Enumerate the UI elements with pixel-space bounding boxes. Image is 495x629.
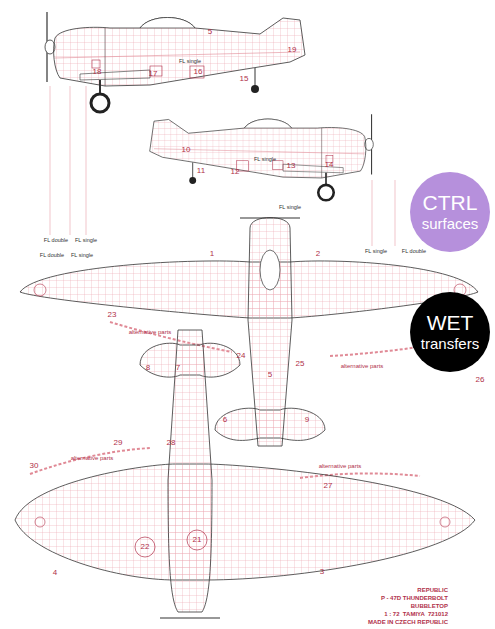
- callout-number: 3: [320, 568, 324, 576]
- alternative-parts-note: alternative parts: [319, 463, 362, 469]
- callout-number: 2: [316, 250, 320, 258]
- fold-line-note: FL double: [402, 249, 426, 255]
- callout-number: 8: [146, 364, 150, 372]
- alternative-parts-note: alternative parts: [129, 329, 172, 335]
- callout-number: 19: [288, 46, 297, 54]
- callout-number: 27: [324, 482, 333, 490]
- callout-number: 28: [167, 439, 176, 447]
- fold-line-note: FL single: [71, 253, 93, 259]
- callout-number: 26: [476, 376, 485, 384]
- alternative-parts-note: alternative parts: [71, 455, 114, 461]
- badge-text: CTRL: [423, 191, 478, 214]
- fold-line-note: FL double: [44, 238, 68, 244]
- callout-number: 9: [305, 416, 309, 424]
- fold-line-note: FL single: [279, 205, 301, 211]
- callout-number: 23: [108, 311, 117, 319]
- alternative-parts-note: alternative parts: [341, 363, 384, 369]
- callout-number: 22: [141, 543, 150, 551]
- callout-number: 5: [268, 371, 272, 379]
- badge-text: surfaces: [422, 215, 479, 233]
- callout-number: 15: [240, 75, 249, 83]
- badge-text: WET: [427, 311, 474, 334]
- fold-line-note: FL single: [365, 249, 387, 255]
- callout-number: 17: [149, 70, 158, 78]
- callout-number: 16: [194, 68, 203, 76]
- callout-number: 10: [182, 146, 191, 154]
- fold-line-note: FL single: [179, 59, 201, 65]
- badge-text: transfers: [421, 335, 479, 353]
- caption-line: REPUBLIC: [417, 587, 448, 593]
- callout-number: 18: [93, 68, 102, 76]
- callout-number: 4: [53, 569, 57, 577]
- fold-line-note: FL double: [40, 253, 64, 259]
- callout-number: 25: [296, 360, 305, 368]
- callout-number: 14: [325, 161, 334, 169]
- callout-number: 6: [223, 416, 227, 424]
- caption-line: P - 47D THUNDERBOLT: [381, 595, 448, 601]
- callout-number: 7: [176, 364, 180, 372]
- callout-number: 24: [237, 352, 246, 360]
- caption-line: 1 : 72 TAMIYA 721012: [384, 611, 448, 617]
- callout-number: 1: [210, 250, 214, 258]
- callout-number: 30: [30, 462, 39, 470]
- badge-circle: WETtransfers: [410, 292, 490, 372]
- fold-line-note: FL single: [75, 238, 97, 244]
- badge-circle: CTRLsurfaces: [410, 172, 490, 252]
- fold-line-note: FL single: [254, 157, 276, 163]
- callout-number: 5: [208, 28, 212, 36]
- callout-number: 29: [114, 439, 123, 447]
- caption-line: MADE IN CZECH REPUBLIC: [368, 619, 448, 625]
- callout-number: 12: [231, 168, 240, 176]
- callout-number: 21: [193, 536, 202, 544]
- callout-number: 11: [197, 167, 205, 175]
- caption-line: BUBBLETOP: [411, 603, 448, 609]
- callout-number: 13: [287, 162, 296, 170]
